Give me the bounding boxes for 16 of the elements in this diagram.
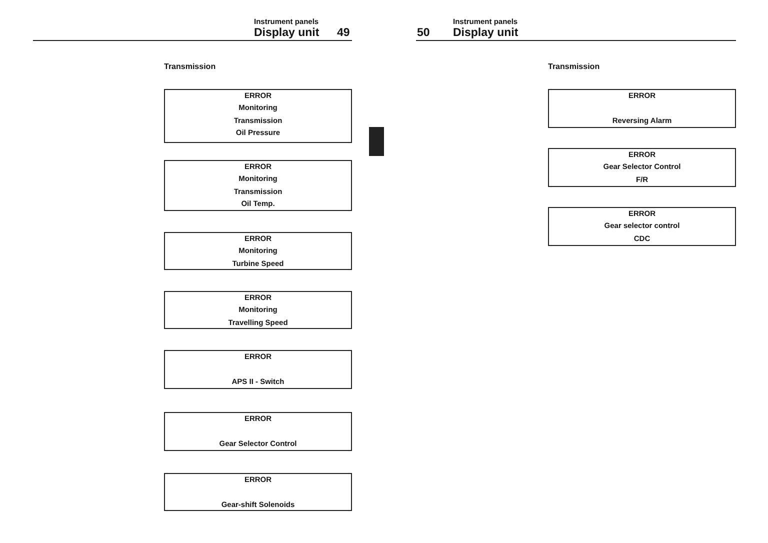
display-screen: [164, 350, 352, 389]
page-number: 50: [417, 27, 430, 39]
section-heading: Transmission: [548, 62, 600, 71]
display-screen: [548, 207, 736, 246]
page-number: 49: [337, 27, 350, 39]
display-screen: [164, 232, 352, 270]
display-screen: [548, 89, 736, 128]
display-screen: [164, 412, 352, 451]
display-screen: [548, 148, 736, 187]
display-screen: [164, 291, 352, 329]
display-screen: [164, 473, 352, 511]
section-heading: Transmission: [164, 62, 216, 71]
display-screen: [164, 160, 352, 211]
page-title: Display unit: [453, 27, 518, 39]
display-screen: [164, 89, 352, 143]
page-title: Display unit: [254, 27, 320, 39]
